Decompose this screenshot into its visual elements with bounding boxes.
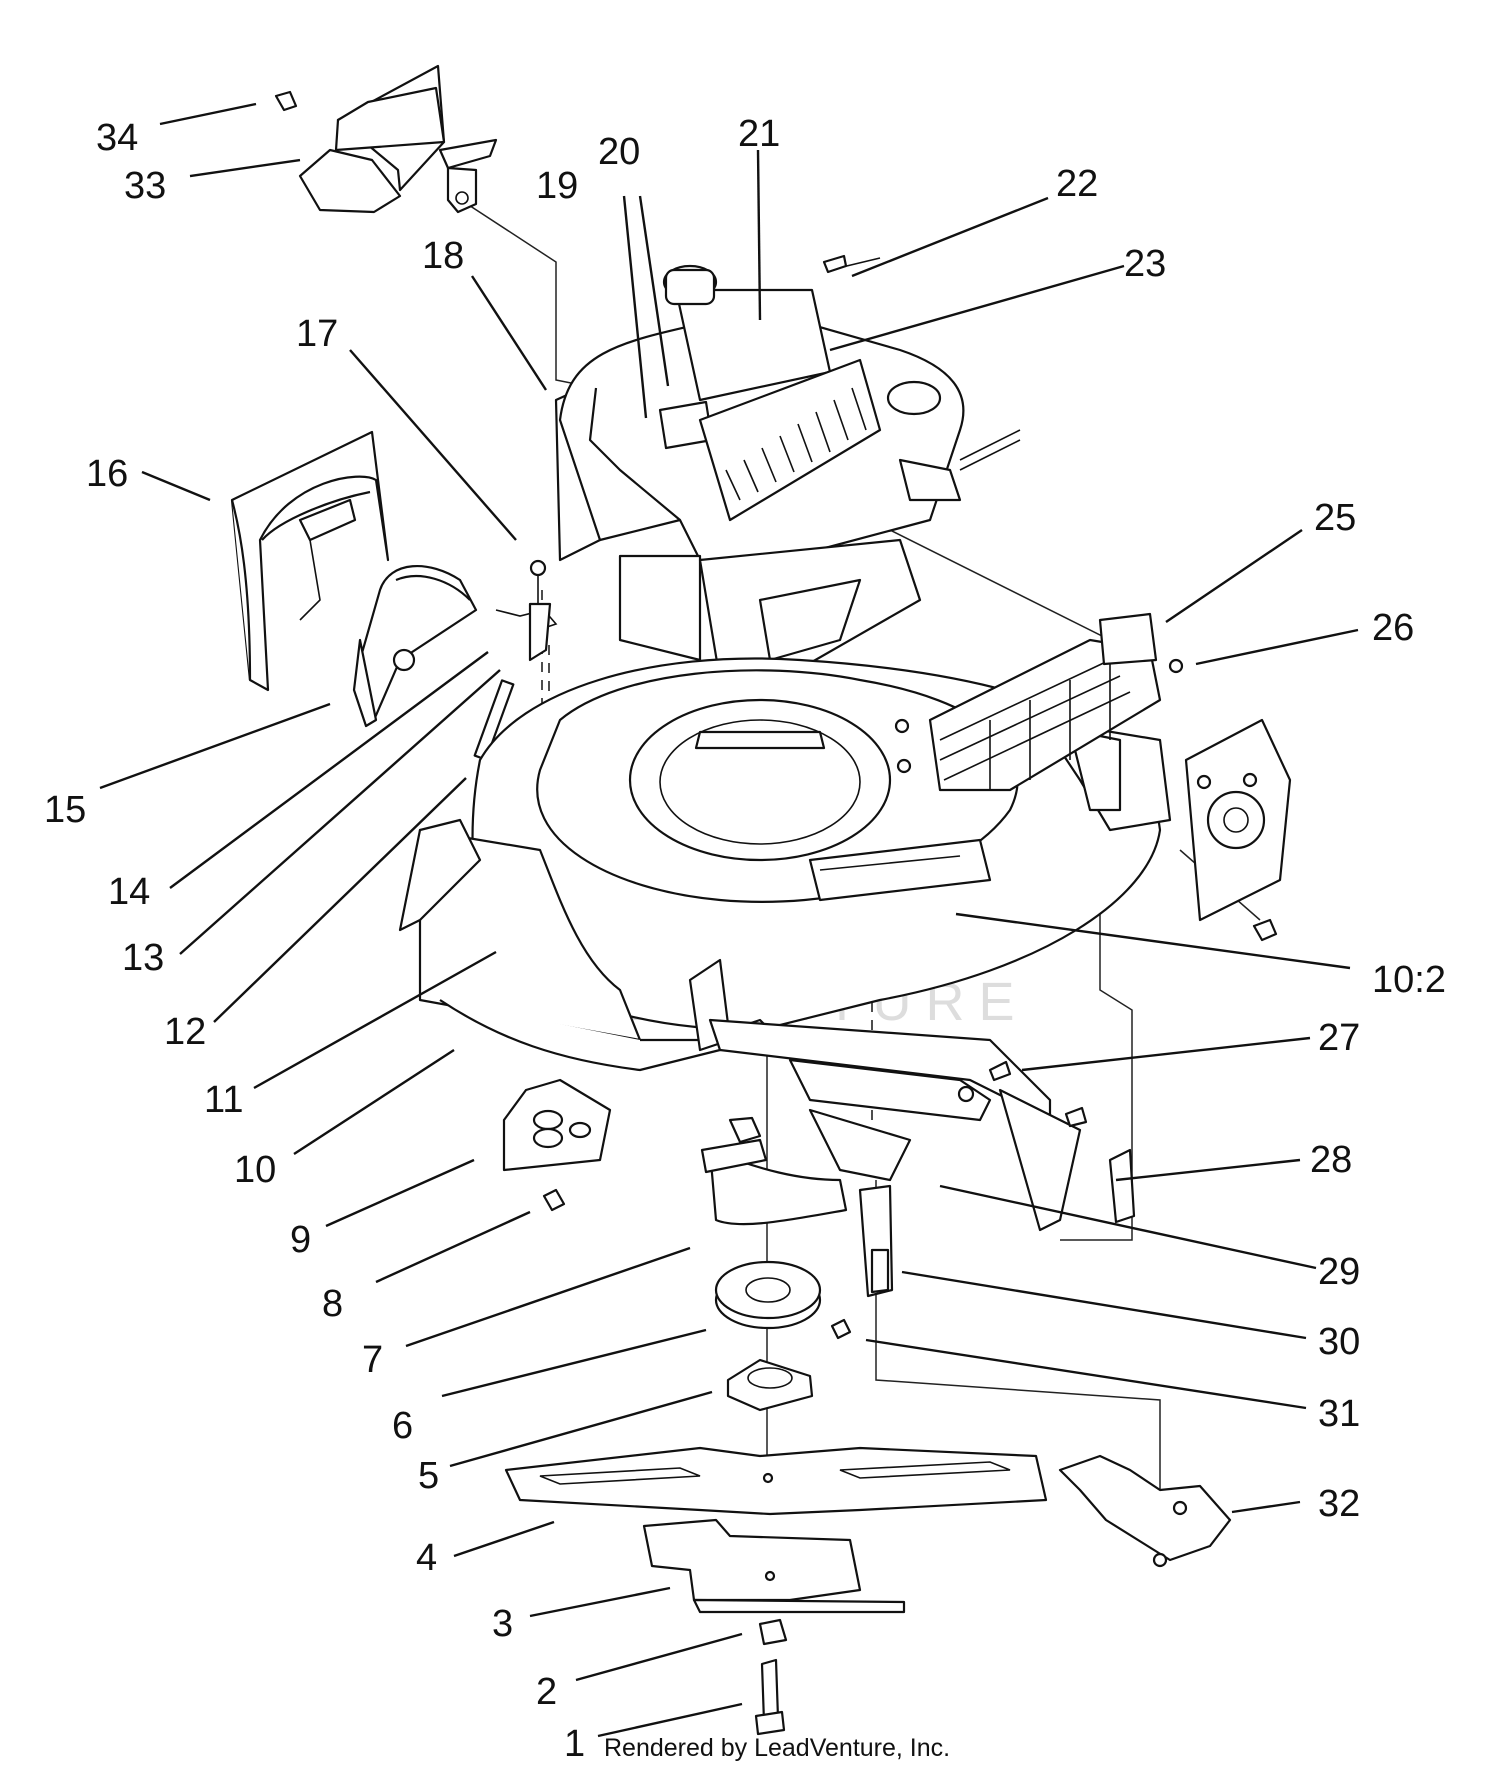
part-air-guard — [894, 612, 1184, 792]
callout-14: 14 — [108, 871, 150, 913]
part-rear-deflector — [1058, 1454, 1232, 1568]
callout-34: 34 — [96, 117, 138, 159]
render-credit: Rendered by LeadVenture, Inc. — [604, 1734, 950, 1762]
callout-25: 25 — [1314, 497, 1356, 539]
part-mulching-plate — [642, 1518, 906, 1614]
part-bolt — [754, 1618, 788, 1736]
callout-3: 3 — [492, 1603, 513, 1645]
part-discharge-deflector — [274, 64, 498, 214]
callout-23: 23 — [1124, 243, 1166, 285]
callout-22: 22 — [1056, 163, 1098, 205]
callout-31: 31 — [1318, 1393, 1360, 1435]
callout-33: 33 — [124, 165, 166, 207]
engine-vents — [725, 387, 867, 501]
callout-7: 7 — [362, 1339, 383, 1381]
callout-18: 18 — [422, 235, 464, 277]
part-wheel-plate — [1184, 718, 1292, 942]
callout-19: 19 — [536, 165, 578, 207]
callout-20: 20 — [598, 131, 640, 173]
part-pulley — [714, 1260, 852, 1340]
part-flap-bracket — [352, 564, 478, 728]
part-blade-adapter — [726, 1358, 814, 1412]
callout-30: 30 — [1318, 1321, 1360, 1363]
callout-29: 29 — [1318, 1251, 1360, 1293]
callout-21: 21 — [738, 113, 780, 155]
callout-13: 13 — [122, 937, 164, 979]
callout-17: 17 — [296, 313, 338, 355]
callout-1: 1 — [564, 1723, 585, 1765]
part-rod-spring — [473, 559, 558, 761]
part-adapter-arm — [700, 1116, 894, 1298]
callout-4: 4 — [416, 1537, 437, 1579]
part-baffle — [788, 1058, 1136, 1224]
callout-labels: 34 33 18 17 16 19 20 21 22 23 25 26 10:2… — [44, 113, 1446, 1765]
callout-16: 16 — [86, 453, 128, 495]
part-height-adjuster — [502, 1078, 612, 1212]
callout-6: 6 — [392, 1405, 413, 1447]
callout-15: 15 — [44, 789, 86, 831]
leader-lines — [99, 102, 1359, 1738]
callout-26: 26 — [1372, 607, 1414, 649]
callout-10-2: 10:2 — [1372, 959, 1446, 1001]
callout-9: 9 — [290, 1219, 311, 1261]
callout-10: 10 — [234, 1149, 276, 1191]
callout-27: 27 — [1318, 1017, 1360, 1059]
part-blade — [504, 1446, 1048, 1516]
callout-8: 8 — [322, 1283, 343, 1325]
part-engine — [554, 254, 1021, 688]
callout-11: 11 — [204, 1079, 243, 1121]
callout-32: 32 — [1318, 1483, 1360, 1525]
callout-28: 28 — [1310, 1139, 1352, 1181]
callout-12: 12 — [164, 1011, 206, 1053]
callout-5: 5 — [418, 1455, 439, 1497]
callout-2: 2 — [536, 1671, 557, 1713]
part-rear-flap — [230, 430, 390, 692]
